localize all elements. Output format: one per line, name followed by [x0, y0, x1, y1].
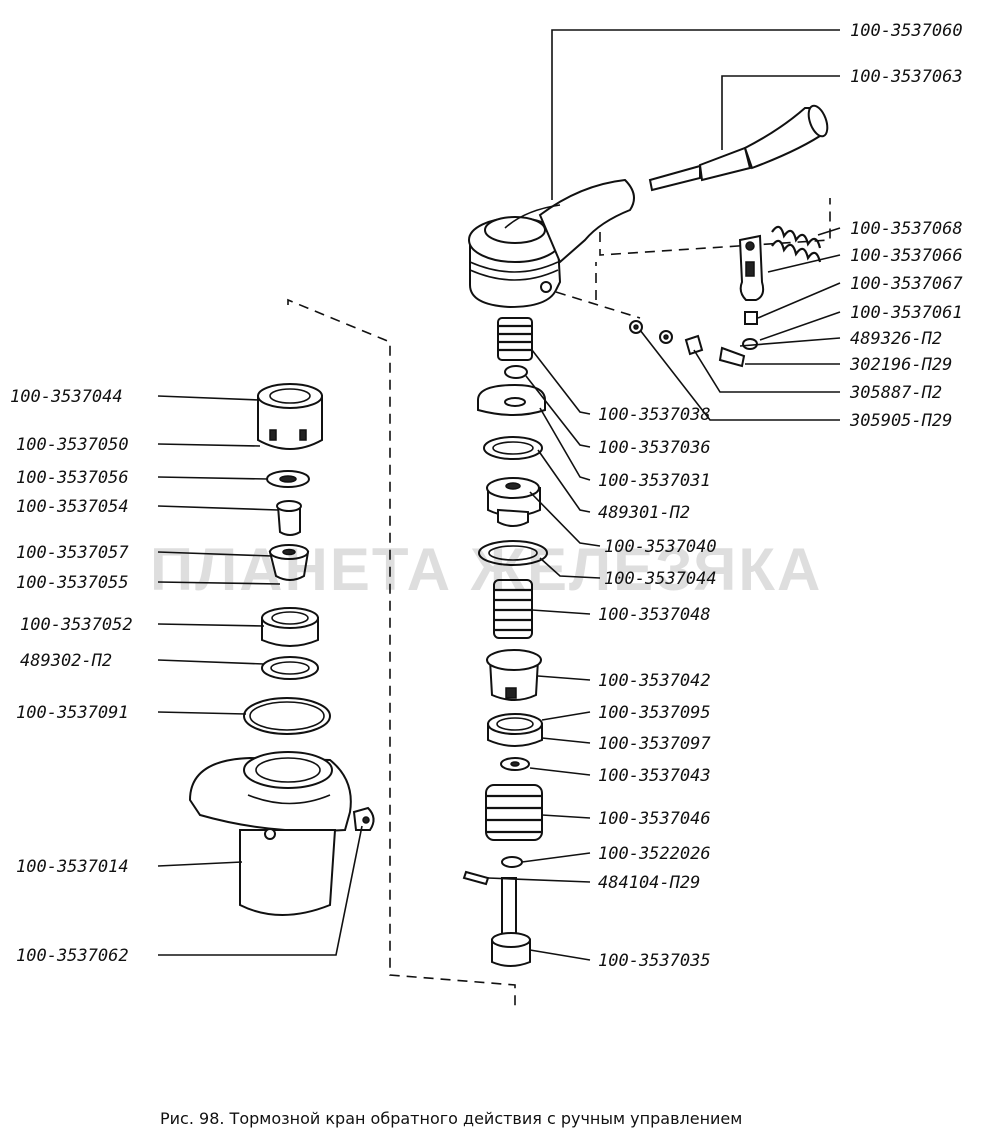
label-100-3537014: 100-3537014 [16, 857, 129, 877]
fitting-part-062 [352, 806, 375, 831]
label-489301-p2: 489301-П2 [598, 503, 690, 523]
plate-parts-036-031 [477, 365, 546, 416]
washer-part-043 [500, 757, 530, 771]
label-489326-p2: 489326-П2 [850, 329, 942, 349]
spring-part-046 [485, 784, 543, 841]
retaining-ring-489301 [483, 436, 543, 460]
label-100-3537044-left: 100-3537044 [10, 387, 123, 407]
label-100-3537042: 100-3537042 [598, 671, 711, 691]
label-100-3537046: 100-3537046 [598, 809, 711, 829]
cotter-pin-484104 [462, 870, 490, 886]
fastener-parts [629, 311, 758, 368]
o-ring-091 [243, 697, 331, 735]
label-302196-p29: 302196-П29 [849, 355, 952, 375]
valve-housing-part [468, 178, 635, 309]
watermark: ПЛАНЕТА ЖЕЛЕЗЯКА [150, 536, 822, 603]
label-100-3537031: 100-3537031 [598, 471, 711, 491]
label-100-3537044-right: 100-3537044 [604, 569, 717, 589]
spring-part-048 [493, 579, 533, 639]
label-305887-p2: 305887-П2 [849, 383, 942, 403]
piston-part-040 [486, 477, 541, 527]
snap-ring-489302 [261, 656, 319, 680]
label-100-3537060: 100-3537060 [850, 21, 963, 41]
label-100-3537055: 100-3537055 [16, 573, 129, 593]
assembly-guide-lines [287, 198, 831, 1010]
label-305905-p29: 305905-П29 [849, 411, 952, 431]
label-100-3537095: 100-3537095 [598, 703, 711, 723]
label-100-3537068: 100-3537068 [850, 219, 963, 239]
label-100-3537066: 100-3537066 [850, 246, 963, 266]
label-100-3537048: 100-3537048 [598, 605, 711, 625]
valve-part-052 [261, 607, 319, 647]
spring-part-038 [497, 317, 533, 361]
label-100-3537040: 100-3537040 [604, 537, 717, 557]
sealing-ring-044 [478, 540, 548, 566]
label-100-3537036: 100-3537036 [598, 438, 711, 458]
label-100-3537052: 100-3537052 [20, 615, 133, 635]
label-100-3537062: 100-3537062 [16, 946, 129, 966]
label-100-3537067: 100-3537067 [850, 274, 963, 294]
seat-parts-057-055 [268, 544, 310, 581]
valve-body-part-014 [188, 751, 352, 916]
label-100-3537038: 100-3537038 [598, 405, 711, 425]
valve-stem-part-035 [491, 877, 531, 967]
label-100-3522026: 100-3522026 [598, 844, 711, 864]
label-100-3537063: 100-3537063 [850, 67, 963, 87]
leader-lines [157, 29, 841, 961]
ring-parts-095-097 [487, 713, 543, 747]
label-100-3537043: 100-3537043 [598, 766, 711, 786]
insert-part-054 [276, 500, 302, 536]
label-100-3537035: 100-3537035 [598, 951, 711, 971]
label-100-3537061: 100-3537061 [850, 303, 963, 323]
cup-part-042 [486, 649, 542, 701]
washer-part-056 [266, 470, 310, 488]
label-489302-p2: 489302-П2 [20, 651, 112, 671]
label-100-3537057: 100-3537057 [16, 543, 129, 563]
label-100-3537097: 100-3537097 [598, 734, 711, 754]
label-484104-p29: 484104-П29 [598, 873, 700, 893]
latch-part [738, 234, 765, 301]
sleeve-part-044-050 [257, 383, 323, 450]
part-number-labels: 100-3537060 100-3537063 100-3537068 100-… [10, 21, 963, 971]
label-100-3537050: 100-3537050 [16, 435, 129, 455]
label-100-3537091: 100-3537091 [16, 703, 129, 723]
figure-caption: Рис. 98. Тормозной кран обратного действ… [160, 1109, 742, 1128]
washer-part-3522026 [501, 856, 523, 868]
small-spring-part [771, 225, 822, 263]
label-100-3537054: 100-3537054 [16, 497, 129, 517]
label-100-3537056: 100-3537056 [16, 468, 129, 488]
hand-lever-part [648, 104, 829, 192]
